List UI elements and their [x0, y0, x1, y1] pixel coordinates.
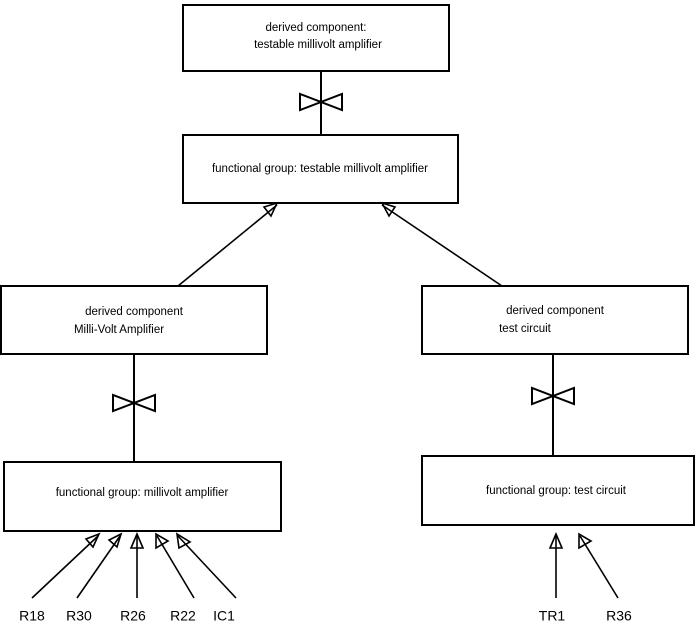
leaf-label-r22: R22	[170, 608, 196, 624]
leaf-label-r36: R36	[606, 608, 632, 624]
edge-r36-to-fg-test-circuit	[578, 532, 619, 599]
bowtie-top-icon	[299, 92, 343, 112]
leaf-label-ic1: IC1	[213, 608, 235, 624]
edge-r26-to-fg-millivolt	[129, 531, 145, 598]
node-label-line1: derived component:	[265, 22, 366, 34]
leaf-label-r26: R26	[120, 608, 146, 624]
node-label-line1: functional group: millivolt amplifier	[56, 487, 229, 499]
bowtie-right-icon	[531, 386, 575, 406]
node-fg-testable-millivolt-amplifier[interactable]: functional group: testable millivolt amp…	[182, 134, 459, 204]
node-box-rect[interactable]	[421, 455, 695, 526]
edge-test-circuit-to-fg-testable	[380, 201, 503, 287]
node-box-rect[interactable]	[0, 285, 268, 355]
edge-r30-to-fg-millivolt	[76, 532, 123, 599]
node-box-rect[interactable]	[421, 285, 689, 355]
leaf-label-r18: R18	[19, 608, 45, 624]
node-box-rect[interactable]	[182, 4, 450, 72]
node-fg-millivolt-amplifier[interactable]: functional group: millivolt amplifier	[3, 461, 282, 532]
edge-r18-to-fg-millivolt	[31, 532, 101, 599]
edge-milli-volt-to-fg-testable	[177, 201, 279, 287]
edge-r22-to-fg-millivolt	[155, 532, 195, 599]
node-box-rect[interactable]	[182, 134, 459, 204]
edge-tr1-to-fg-test-circuit	[548, 531, 564, 598]
node-derived-test-circuit[interactable]: derived component test circuit	[421, 285, 689, 355]
node-derived-milli-volt-amplifier[interactable]: derived component Milli-Volt Amplifier	[0, 285, 268, 355]
node-label-line1: derived component	[85, 306, 184, 318]
node-label-line1: derived component	[506, 305, 605, 317]
node-label-line2: Milli-Volt Amplifier	[74, 324, 164, 336]
leaf-label-tr1: TR1	[539, 608, 566, 624]
node-box-rect[interactable]	[3, 461, 282, 532]
node-fg-test-circuit[interactable]: functional group: test circuit	[421, 455, 695, 526]
node-label-line2: testable millivolt amplifier	[254, 39, 382, 51]
edge-ic1-to-fg-millivolt	[175, 532, 237, 599]
node-derived-testable-millivolt-amplifier[interactable]: derived component: testable millivolt am…	[182, 4, 450, 72]
node-label-line1: functional group: testable millivolt amp…	[212, 163, 428, 175]
node-label-line1: functional group: test circuit	[486, 485, 627, 497]
leaf-label-r30: R30	[66, 608, 92, 624]
node-label-line2: test circuit	[499, 323, 552, 335]
bowtie-left-icon	[112, 393, 156, 413]
